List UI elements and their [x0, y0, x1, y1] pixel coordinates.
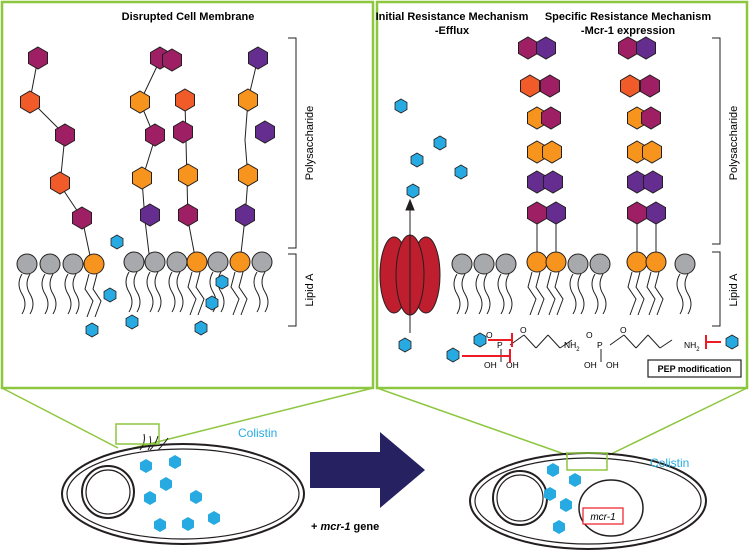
right-lipid-heads	[451, 251, 696, 275]
left-brackets	[288, 37, 297, 327]
left-lipid-heads	[16, 251, 273, 275]
inhibition-markers	[462, 333, 721, 363]
specific-mechanism-subtitle: -Mcr-1 expression	[581, 25, 675, 37]
mcr-1-gene-box: mcr-1	[582, 507, 624, 525]
left-lipid-a-label: Lipid A	[304, 273, 316, 307]
right-lipid-a-label: Lipid A	[728, 273, 740, 307]
pep-modification-label: PEP modification	[658, 364, 732, 374]
left-chain-2	[130, 46, 198, 263]
right-bacterium	[469, 452, 707, 550]
zoom-line-left-b	[132, 387, 374, 449]
atom-o-1: O	[486, 330, 493, 340]
right-panel-border	[375, 0, 749, 390]
atom-nh2-2: NH2	[684, 340, 700, 353]
atom-oh-4: OH	[606, 360, 619, 370]
left-chain-3	[235, 46, 275, 263]
initial-mechanism-subtitle: -Efflux	[435, 25, 470, 37]
zoom-line-right-b	[608, 387, 748, 456]
right-brackets	[712, 37, 721, 327]
left-bacterium	[61, 423, 305, 545]
specific-mechanism-title: Specific Resistance Mechanism	[545, 11, 712, 23]
right-colistin-molecules	[394, 98, 739, 363]
zoom-line-left-a	[1, 387, 119, 449]
right-chain-2	[618, 36, 666, 252]
left-cell-colistin	[140, 455, 220, 532]
left-colistin-molecules	[85, 234, 229, 338]
atom-oh-2: OH	[506, 360, 519, 370]
colistin-label-right: Colistin	[650, 456, 689, 470]
colistin-label-left: Colistin	[238, 426, 277, 440]
atom-oh-3: OH	[584, 360, 597, 370]
atom-p-1: P	[497, 340, 503, 350]
left-panel-title: Disrupted Cell Membrane	[122, 11, 255, 23]
arrow-label: + mcr-1 gene	[311, 521, 379, 533]
atom-o-4: O	[620, 325, 627, 335]
right-polysaccharide-label: Polysaccharide	[728, 106, 740, 181]
left-panel-border	[0, 0, 375, 390]
transformation-arrow	[310, 432, 425, 508]
atom-o-3: O	[586, 330, 593, 340]
right-chain-1	[518, 36, 566, 252]
zoom-line-right-a	[376, 387, 568, 456]
left-lipid-tails	[18, 271, 269, 318]
atom-p-2: P	[597, 340, 603, 350]
atom-nh2-1: NH2	[564, 340, 580, 353]
mcr-1-gene-label: mcr-1	[590, 512, 615, 523]
right-lipid-tails	[453, 271, 692, 316]
right-cell-colistin	[544, 463, 581, 534]
atom-oh-1: OH	[484, 360, 497, 370]
pep-modification-box: PEP modification	[647, 359, 742, 378]
efflux-pump	[379, 198, 441, 333]
atom-o-2: O	[520, 325, 527, 335]
pep-atoms: O P O NH2 OH OH O P O NH2 OH OH	[484, 325, 700, 370]
left-polysaccharide-label: Polysaccharide	[304, 106, 316, 181]
left-chain-1	[20, 46, 93, 266]
initial-mechanism-title: Initial Resistance Mechanism	[376, 11, 529, 23]
